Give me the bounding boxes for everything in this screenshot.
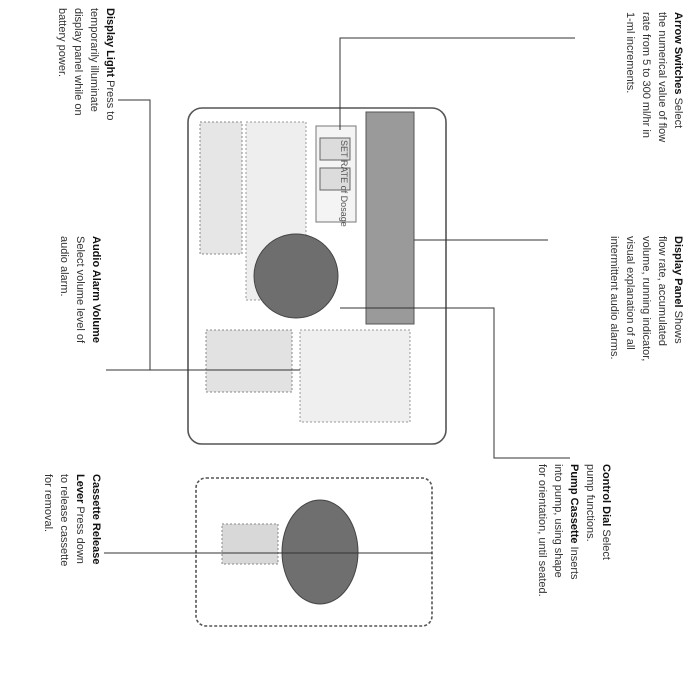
control-dial (253, 233, 339, 319)
display-light-button (199, 121, 243, 255)
callout-line: Shows (672, 310, 684, 344)
callout-line: intermittent audio alarms. (608, 236, 620, 360)
callout-alarm-volume: Audio Alarm Volume Select volume level o… (56, 236, 104, 343)
device-label: SET RATE of Dosage (339, 140, 349, 227)
callout-cassette-release: Cassette Release Lever Press down to rel… (40, 474, 104, 566)
callout-line: visual explanation of all (624, 236, 636, 350)
display-panel (365, 111, 415, 325)
callout-line: 1-ml increments. (624, 12, 636, 94)
callout-line: temporarily illuminate (88, 8, 100, 112)
callout-title: Control Dial (600, 464, 612, 527)
callout-arrow-switches: Arrow Switches Select the numerical valu… (622, 12, 686, 142)
callout-line: volume, running indicator, (640, 236, 652, 362)
alarm-volume-knob (205, 329, 293, 393)
arrow-switch-up (319, 137, 351, 161)
callout-line: Press to (104, 80, 116, 121)
callout-title: Audio Alarm Volume (90, 236, 102, 343)
callout-display-light: Display Light Press to temporarily illum… (54, 8, 118, 120)
callout-line: display panel while on (72, 8, 84, 116)
callout-line: the numerical value of flow (656, 12, 668, 143)
callout-line: Press down (74, 506, 86, 564)
callout-line: Select (672, 97, 684, 129)
callout-line: battery power. (56, 8, 68, 78)
callout-control-dial: Control Dial Select pump functions. (582, 464, 614, 560)
cassette-release-lever (221, 523, 279, 565)
callout-line: into pump, using shape (552, 464, 564, 578)
callout-pump-cassette: Pump Cassette Inserts into pump, using s… (534, 464, 582, 597)
callout-line: Select (600, 529, 612, 560)
leader-arrow-switches (339, 37, 575, 130)
callout-title: Pump Cassette (568, 464, 580, 544)
callout-title: Cassette Release (90, 474, 102, 565)
callout-line: audio alarm. (58, 236, 70, 297)
callout-title: Arrow Switches (672, 12, 684, 95)
callout-title: Display Panel (672, 236, 684, 308)
callout-title-cont: Lever (74, 474, 86, 504)
callout-title: Display Light (104, 8, 116, 78)
callout-display-panel: Display Panel Shows flow rate, accumulat… (606, 236, 686, 361)
callout-line: Inserts (568, 546, 580, 580)
callout-line: to release cassette (58, 474, 70, 567)
cassette-reservoir (281, 499, 359, 605)
callout-line: for removal. (42, 474, 54, 533)
lower-panel (299, 329, 411, 423)
callout-line: Select volume level of (74, 236, 86, 343)
callout-line: for orientation, until seated. (536, 464, 548, 597)
pump-cassette (195, 477, 433, 627)
callout-line: flow rate, accumulated (656, 236, 668, 347)
pump-body (187, 107, 447, 445)
leader-control-dial (340, 307, 570, 459)
arrow-switch-down (319, 167, 351, 191)
leader-display-light (118, 99, 300, 371)
callout-line: rate from 5 to 300 ml/hr in (640, 12, 652, 138)
callout-line: pump functions. (584, 464, 596, 542)
